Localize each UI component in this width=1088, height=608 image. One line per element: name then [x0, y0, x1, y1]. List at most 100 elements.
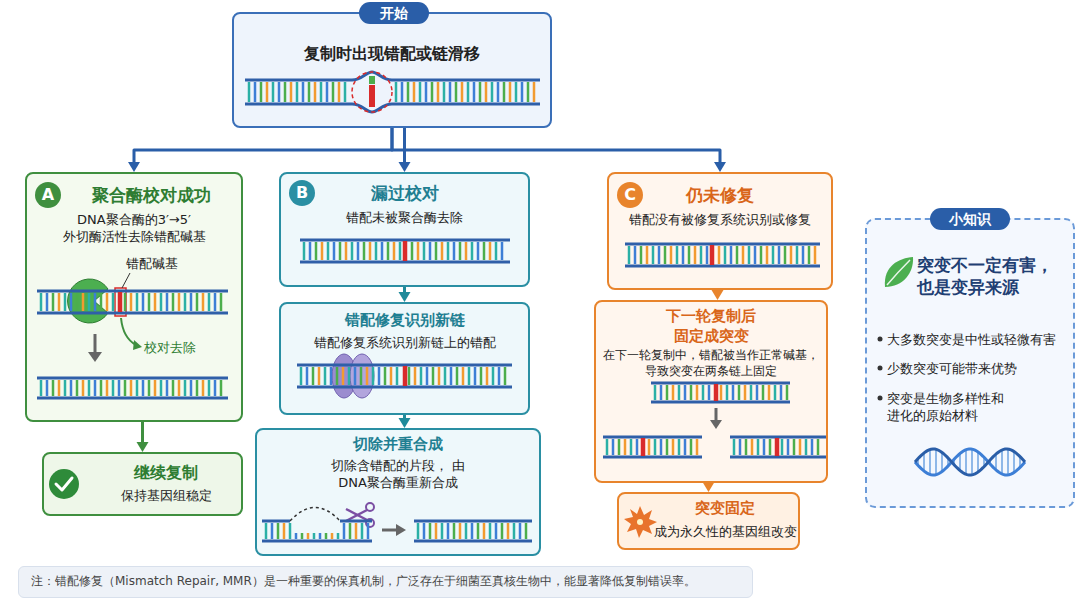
dna-strand — [352, 104, 392, 112]
base-pair — [408, 367, 411, 385]
helix-rung — [941, 452, 943, 471]
base-pair — [670, 246, 673, 264]
base-pair — [375, 242, 378, 260]
base-pair — [462, 367, 465, 385]
base-pair — [666, 439, 669, 455]
base-pair — [521, 82, 524, 102]
base-pair — [726, 385, 729, 400]
box-heading: 复制时出现错配或链滑移 — [234, 44, 550, 65]
base-pair — [321, 242, 324, 260]
base-pair — [160, 293, 163, 311]
base-pair — [485, 82, 488, 102]
base-pair — [720, 385, 723, 400]
base-pair — [283, 523, 286, 539]
process-box: 切除并重合成切除含错配的片段， 由 DNA聚合酶重新合成 — [255, 428, 541, 556]
base-pair — [426, 367, 429, 385]
base-pair — [640, 246, 643, 264]
base-pair — [58, 293, 61, 311]
box-heading: 下一轮复制后 固定成突变 — [646, 307, 776, 346]
base-pair — [384, 367, 387, 385]
base-pair — [367, 523, 370, 539]
base-pair — [94, 293, 97, 311]
result-box: 突变固定成为永久性的基因组改变 — [617, 492, 800, 550]
base-pair — [678, 439, 681, 455]
base-pair — [805, 439, 808, 455]
helix-strand — [915, 449, 1025, 475]
dna-strand — [37, 312, 228, 315]
base-pair — [303, 242, 306, 260]
base-pair — [786, 385, 789, 400]
base-pair — [793, 439, 796, 455]
base-pair — [336, 367, 339, 385]
note-text: 注：错配修复（Mismatch Repair, MMR）是一种重要的保真机制，广… — [31, 574, 742, 590]
mmr-protein — [332, 354, 356, 398]
base-pair — [290, 82, 293, 102]
base-pair — [450, 367, 453, 385]
base-pair — [309, 242, 312, 260]
base-pair — [401, 82, 404, 102]
base-pair — [694, 246, 697, 264]
base-pair — [308, 82, 311, 102]
base-pair — [112, 380, 115, 396]
base-pair — [724, 246, 727, 264]
base-pair — [220, 380, 223, 396]
base-pair — [781, 439, 784, 455]
base-pair — [413, 82, 416, 102]
connector-line — [403, 128, 406, 164]
base-pair — [94, 380, 97, 396]
base-pair — [465, 242, 468, 260]
base-pair — [160, 380, 163, 396]
base-pair — [300, 367, 303, 385]
base-pair — [495, 242, 498, 260]
base-pair — [769, 439, 772, 455]
base-pair — [369, 76, 375, 84]
base-pair — [284, 82, 287, 102]
mismatch-base — [641, 438, 646, 456]
base-pair — [278, 82, 281, 102]
base-pair — [319, 533, 322, 539]
base-pair — [124, 380, 127, 396]
panel-heading: 仍未修复 — [609, 184, 831, 206]
base-pair — [432, 367, 435, 385]
base-pair — [338, 82, 341, 102]
base-pair — [744, 385, 747, 400]
dna-strand — [730, 456, 826, 459]
base-pair — [339, 242, 342, 260]
base-pair — [112, 293, 115, 311]
base-pair — [467, 82, 470, 102]
dna-group — [37, 80, 1025, 541]
base-pair — [312, 367, 315, 385]
arrow-head — [399, 162, 411, 172]
base-pair — [678, 385, 681, 400]
base-pair — [612, 439, 615, 455]
highlight-circle — [352, 72, 392, 112]
base-pair — [148, 293, 151, 311]
base-pair — [142, 293, 145, 311]
helix-rung — [1001, 450, 1003, 474]
base-pair — [40, 293, 43, 311]
base-pair — [357, 242, 360, 260]
base-pair — [497, 82, 500, 102]
base-pair — [196, 380, 199, 396]
base-pair — [82, 293, 85, 311]
dna-strand — [300, 239, 510, 242]
base-pair — [772, 246, 775, 264]
base-pair — [64, 380, 67, 396]
result-box: 继续复制保持基因组稳定 — [42, 452, 243, 516]
base-pair — [296, 82, 299, 102]
base-pair — [254, 82, 257, 102]
base-pair — [265, 523, 268, 539]
base-pair — [399, 242, 402, 260]
dna-strand — [262, 540, 372, 543]
box-heading: 错配修复识别新链 — [281, 311, 528, 331]
base-pair — [437, 82, 440, 102]
base-pair — [690, 385, 693, 400]
base-pair — [784, 246, 787, 264]
base-pair — [453, 523, 456, 539]
base-pair — [658, 246, 661, 264]
connector-line — [716, 290, 719, 292]
base-pair — [742, 246, 745, 264]
bullet-item: 少数突变可能带来优势 — [887, 361, 1073, 378]
base-pair — [58, 380, 61, 396]
arrow-head — [710, 420, 722, 429]
